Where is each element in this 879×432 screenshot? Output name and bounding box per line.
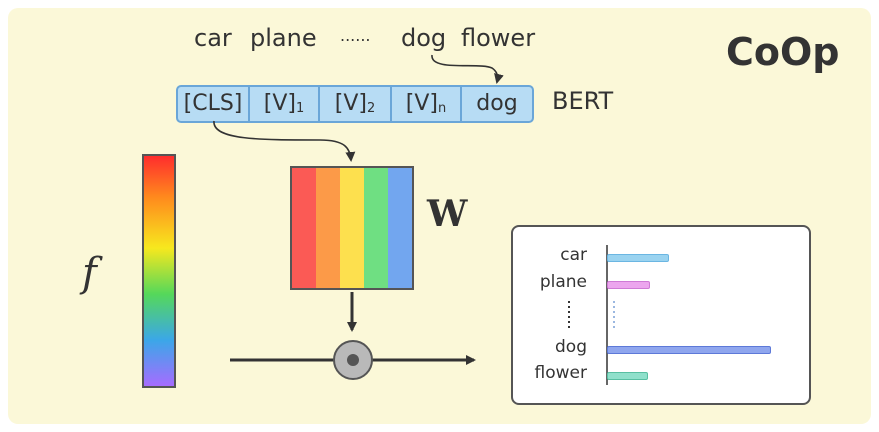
text-weight-matrix — [290, 166, 414, 290]
output-label-plane: plane — [539, 272, 587, 292]
classname-plane: plane — [250, 24, 317, 52]
weight-label: W — [427, 193, 468, 235]
weight-column-2 — [316, 168, 340, 288]
encoder-label: BERT — [552, 87, 614, 115]
output-bar-flower — [607, 372, 648, 380]
image-feature-bar — [142, 154, 176, 388]
feature-label: f — [82, 250, 97, 296]
output-axis — [568, 245, 615, 385]
dog-to-token-arrow — [431, 54, 504, 84]
weight-column-1 — [292, 168, 316, 288]
token-cls: [CLS] — [178, 87, 250, 121]
token-class: dog — [476, 91, 518, 116]
prompt-token-row: [CLS] [V]1 [V]2 [V]n dog — [176, 85, 534, 123]
output-label-dog: dog — [555, 337, 587, 357]
method-title: CoOp — [726, 30, 840, 74]
weight-column-4 — [364, 168, 388, 288]
output-bar-dog — [607, 346, 771, 354]
output-label-flower: flower — [534, 363, 587, 383]
weight-column-5 — [388, 168, 412, 288]
weight-column-3 — [340, 168, 364, 288]
classname-flower: flower — [461, 24, 536, 52]
output-label-car: car — [560, 245, 587, 265]
similarity-operator-dot — [347, 354, 359, 366]
output-bar-plane — [607, 281, 650, 289]
classname-ellipsis: ...... — [340, 26, 371, 45]
cls-to-weight-arrow — [213, 120, 356, 162]
token-v1: [V]1 — [250, 87, 320, 121]
token-v2: [V]2 — [320, 87, 392, 121]
classname-car: car — [194, 24, 232, 52]
output-bar-car — [607, 254, 669, 262]
output-scores-panel: car plane dog flower — [511, 225, 811, 405]
token-vn: [V]n — [392, 87, 462, 121]
classname-dog: dog — [401, 24, 447, 52]
